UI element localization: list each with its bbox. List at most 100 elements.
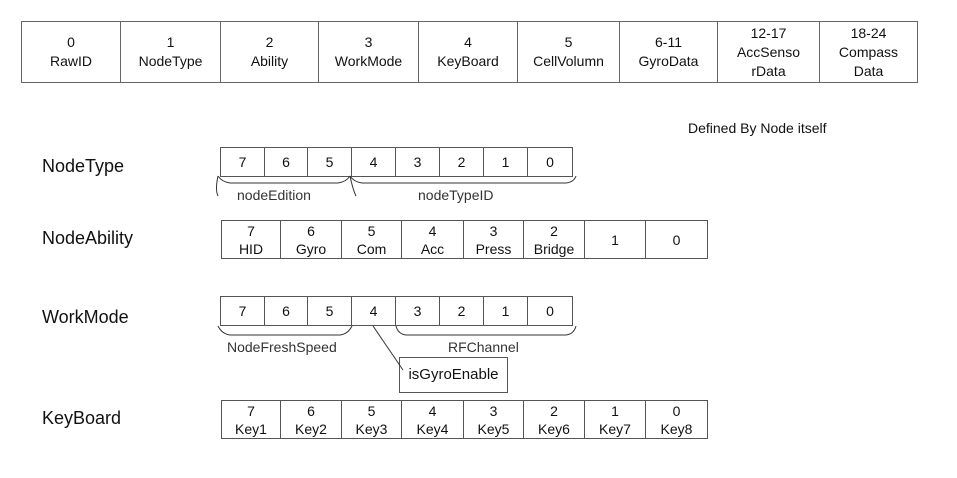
bit-number: 5 [367, 402, 376, 419]
packet-field-index: 3 [364, 34, 373, 50]
bit-number: 0 [672, 231, 681, 248]
bit-name: Key3 [355, 420, 388, 437]
bit-cell: 0 [527, 147, 573, 177]
bit-name: Key1 [235, 420, 267, 437]
is-gyro-enable-callout: isGyroEnable [399, 357, 508, 393]
node-type-id-group-label: nodeTypeID [418, 187, 494, 203]
packet-field-name: Ability [250, 53, 289, 69]
packet-field-name-line2: rData [751, 62, 786, 79]
work-mode-label: WorkMode [42, 307, 129, 327]
node-fresh-speed-group-label: NodeFreshSpeed [227, 339, 337, 355]
packet-field-name: RawID [49, 53, 92, 69]
node-edition-group-label: nodeEdition [237, 187, 311, 203]
packet-field-name: NodeType [138, 53, 203, 69]
packet-field-nodetype: 1 NodeType [120, 21, 221, 83]
bit-cell: 0 [527, 296, 573, 326]
bit-name: Key5 [477, 420, 510, 437]
node-edition-brace-right-arm [349, 175, 357, 197]
bit-name: Gyro [295, 240, 327, 257]
bit-name: Key8 [660, 420, 693, 437]
packet-field-index: 4 [464, 34, 472, 50]
bit-number: 4 [428, 222, 437, 239]
node-edition-brace [217, 175, 351, 184]
gyro-callout-leader [372, 325, 404, 371]
packet-field-cellvolumn: 5 CellVolumn [517, 21, 620, 83]
bit-name: Bridge [533, 240, 575, 257]
bit-number: 3 [489, 222, 498, 239]
bit-number: 4 [428, 402, 437, 419]
bit-number: 0 [546, 303, 554, 319]
bit-number: 5 [325, 154, 334, 170]
packet-field-name: KeyBoard [437, 53, 499, 69]
bit-number: 7 [238, 154, 247, 170]
packet-field-index: 18-24 [850, 24, 887, 41]
packet-field-name: CellVolumn [533, 53, 604, 69]
packet-field-index: 0 [67, 34, 75, 50]
bit-cell: 5 [307, 147, 352, 177]
bit-number: 0 [672, 402, 681, 419]
bit-number: 7 [238, 303, 247, 319]
bit-name: Key4 [416, 420, 449, 437]
packet-field-index: 5 [564, 34, 573, 50]
rf-channel-group-label: RFChannel [448, 339, 519, 355]
bit-name: Key7 [599, 420, 631, 437]
node-edition-brace-left-arm [216, 175, 219, 197]
bit-number: 2 [550, 402, 558, 419]
bit-number: 4 [369, 303, 378, 319]
packet-field-ability: 2 Ability [220, 21, 319, 83]
packet-field-name: Compass [838, 43, 899, 60]
bit-number: 1 [611, 231, 619, 248]
keyboard-label: KeyBoard [42, 408, 122, 428]
bit-number: 2 [457, 154, 466, 170]
bit-name: HID [238, 240, 264, 257]
ability-bit-cell: 1 [584, 220, 646, 259]
bit-cell: 2 [439, 296, 484, 326]
ability-bit-cell: 0 [645, 220, 708, 259]
bit-number: 6 [282, 154, 290, 170]
packet-field-name: AccSenso [736, 43, 801, 60]
packet-field-accsensordata: 12-17 AccSenso rData [717, 21, 820, 83]
bit-name: Acc [420, 240, 445, 257]
rf-channel-brace [395, 325, 577, 336]
node-type-label: NodeType [42, 156, 125, 176]
bit-number: 0 [546, 154, 554, 170]
bit-number: 5 [325, 303, 334, 319]
packet-field-index: 6-11 [655, 34, 682, 50]
bit-cell: 1 [483, 296, 528, 326]
callout-text: isGyroEnable [408, 366, 499, 383]
bit-number: 6 [307, 222, 315, 239]
bit-cell: 6 [264, 147, 308, 177]
bit-number: 2 [457, 303, 466, 319]
packet-field-index: 2 [265, 34, 274, 50]
bit-cell: 7 [220, 296, 265, 326]
bit-cell: 3 [395, 147, 440, 177]
node-ability-label: NodeAbility [42, 228, 134, 248]
packet-field-rawid: 0 RawID [21, 21, 121, 83]
bit-cell: 4 [351, 296, 396, 326]
bit-number: 1 [611, 402, 619, 419]
packet-field-index: 1 [166, 34, 175, 50]
bit-number: 3 [413, 303, 422, 319]
bit-cell: 5 [307, 296, 352, 326]
packet-field-name: GyroData [638, 53, 699, 69]
defined-by-node-note: Defined By Node itself [688, 120, 827, 136]
bit-cell: 6 [264, 296, 308, 326]
bit-number: 6 [307, 402, 315, 419]
bit-name: Press [475, 240, 512, 257]
packet-field-name: WorkMode [334, 53, 403, 69]
node-type-id-brace [349, 175, 577, 184]
packet-field-workmode: 3 WorkMode [318, 21, 419, 83]
bit-cell: 1 [483, 147, 528, 177]
bit-number: 7 [247, 222, 255, 239]
bit-number: 6 [282, 303, 290, 319]
